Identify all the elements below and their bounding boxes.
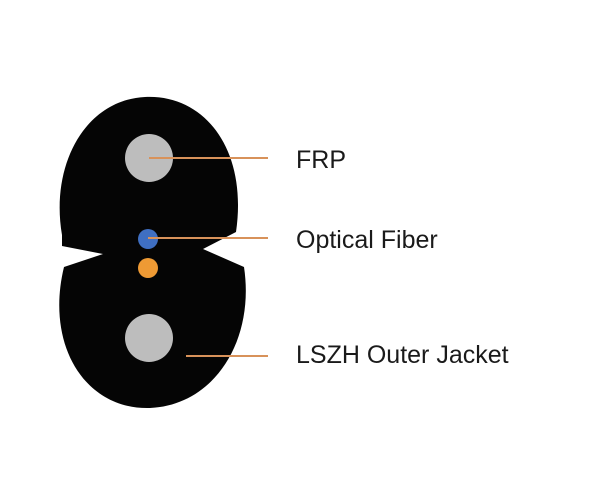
outer-jacket-label: LSZH Outer Jacket: [296, 341, 509, 369]
frp-rod-bottom: [125, 314, 173, 362]
lszh-outer-jacket-shape: [59, 96, 246, 409]
optical-fiber-label: Optical Fiber: [296, 226, 438, 254]
optical-fiber-orange: [138, 258, 158, 278]
frp-label: FRP: [296, 146, 346, 174]
